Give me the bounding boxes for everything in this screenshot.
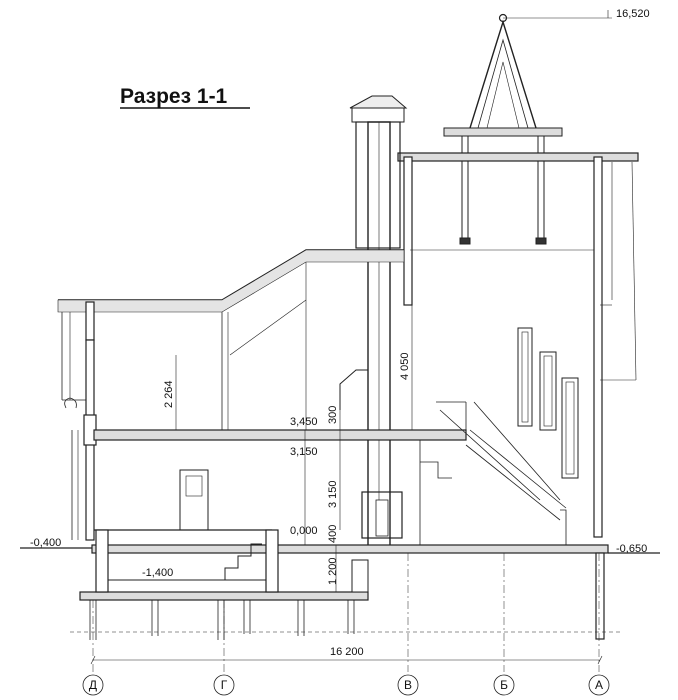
axis-bubble-a: А [588, 674, 610, 696]
axis-lines [92, 553, 600, 672]
dim-3150: 3 150 [327, 480, 339, 508]
chimney [339, 95, 408, 551]
left-facade [61, 312, 97, 541]
axis-label-a: А [595, 678, 603, 692]
level-left-ground: -0,400 [30, 537, 61, 549]
level-top: 16,520 [616, 8, 650, 20]
axis-bubble-b: Б [493, 674, 515, 696]
dim-300: 300 [327, 406, 339, 424]
axis-label-d: Д [89, 678, 97, 692]
piles [70, 600, 620, 640]
windows [517, 304, 612, 479]
axis-label-b: Б [500, 678, 508, 692]
level-basement: -1,400 [142, 567, 173, 579]
stair [419, 401, 567, 545]
drawing-title: Разрез 1-1 [120, 85, 228, 108]
sloped-roof [57, 249, 405, 432]
dim-1200: 1 200 [327, 557, 339, 585]
dim-2264: 2 264 [163, 380, 175, 408]
dimension-lines [90, 305, 603, 665]
dim-400: 400 [327, 525, 339, 543]
axis-bubble-d: Д [82, 674, 104, 696]
level-zero: 0,000 [290, 525, 318, 537]
basement [95, 469, 605, 640]
dim-overall: 16 200 [330, 646, 364, 658]
axis-label-v: В [404, 678, 412, 692]
level-3450: 3,450 [290, 416, 318, 428]
dim-4050: 4 050 [399, 352, 411, 380]
level-right-ground: -0,650 [616, 543, 647, 555]
level-3150: 3,150 [290, 446, 318, 458]
axis-bubble-g: Г [213, 674, 235, 696]
upper-roof [397, 152, 639, 538]
axis-bubble-v: В [397, 674, 419, 696]
spire [443, 13, 612, 245]
axis-label-g: Г [221, 678, 228, 692]
